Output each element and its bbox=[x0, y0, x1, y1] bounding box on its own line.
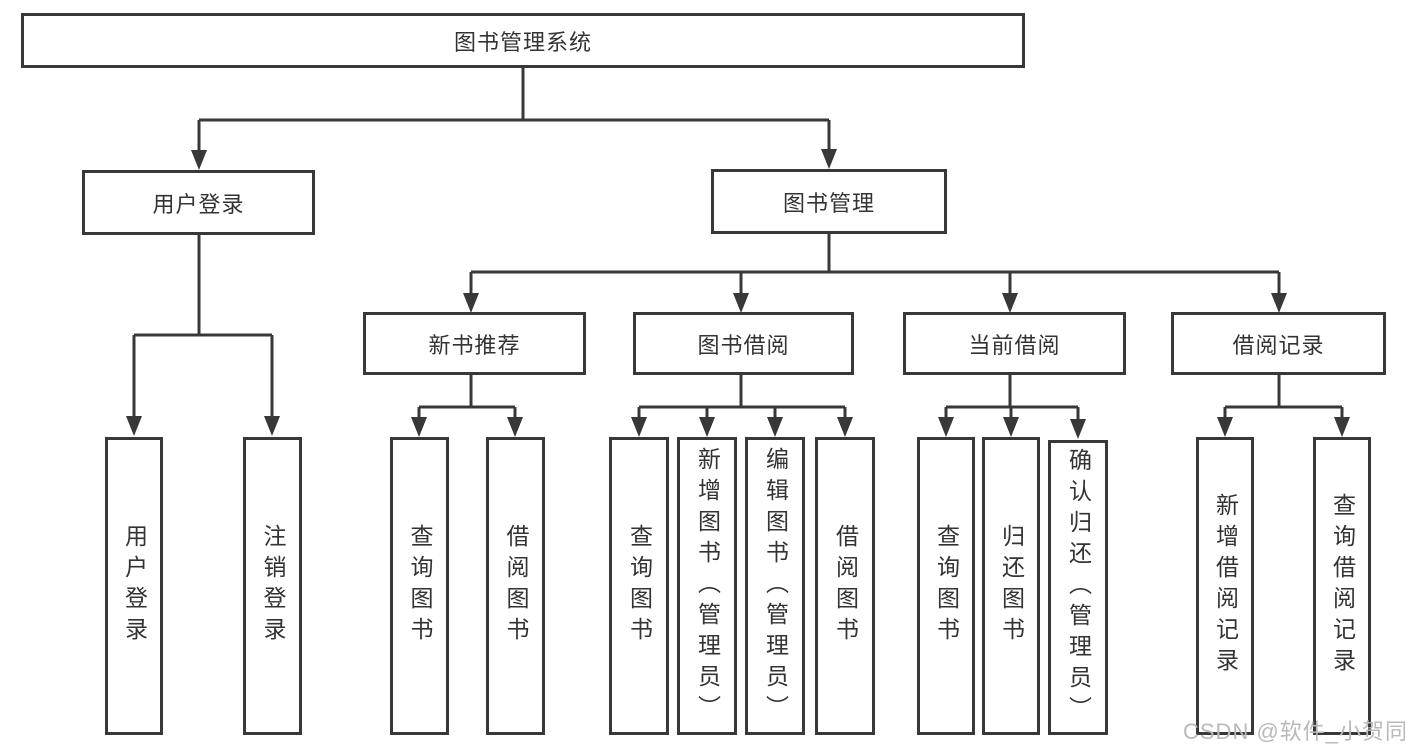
node-label: 查询图书 bbox=[407, 524, 433, 648]
leaf-return-books: 归还图书 bbox=[982, 437, 1040, 735]
leaf-edit-books-admin: 编辑图书（管理员） bbox=[745, 437, 805, 735]
leaf-add-books-admin: 新增图书（管理员） bbox=[677, 437, 737, 735]
node-label: 查询借阅记录 bbox=[1329, 493, 1356, 679]
node-label: 注销登录 bbox=[260, 524, 286, 648]
node-label: 查询图书 bbox=[933, 524, 960, 648]
node-label: 用户登录 bbox=[121, 524, 148, 648]
node-label: 借阅图书 bbox=[832, 524, 859, 648]
node-label: 图书借阅 bbox=[697, 332, 790, 358]
node-label: 归还图书 bbox=[998, 524, 1025, 648]
node-label: 当前借阅 bbox=[968, 332, 1061, 358]
leaf-add-borrow-record: 新增借阅记录 bbox=[1196, 437, 1254, 735]
node-label: 新增图书（管理员） bbox=[694, 446, 721, 726]
leaf-query-books-current: 查询图书 bbox=[917, 437, 975, 735]
node-label: 用户登录 bbox=[152, 191, 245, 217]
leaf-borrow-books-borrowing: 借阅图书 bbox=[815, 437, 875, 735]
node-label: 借阅图书 bbox=[503, 524, 529, 648]
node-current-borrowing: 当前借阅 bbox=[903, 312, 1126, 375]
node-new-book-recommend: 新书推荐 bbox=[363, 312, 586, 375]
leaf-query-books-borrowing: 查询图书 bbox=[609, 437, 669, 735]
node-book-borrowing: 图书借阅 bbox=[633, 312, 854, 375]
leaf-confirm-return-admin: 确认归还（管理员） bbox=[1048, 440, 1108, 735]
node-user-login: 用户登录 bbox=[82, 170, 315, 235]
node-label: 编辑图书（管理员） bbox=[762, 446, 789, 726]
node-book-management: 图书管理 bbox=[711, 169, 947, 234]
node-library-management-system: 图书管理系统 bbox=[21, 13, 1025, 68]
node-borrowing-records: 借阅记录 bbox=[1171, 312, 1386, 375]
csdn-watermark: CSDN @软件_小贺同学 bbox=[1183, 719, 1405, 744]
leaf-query-borrow-record: 查询借阅记录 bbox=[1313, 437, 1371, 735]
node-label: 图书管理 bbox=[782, 190, 875, 216]
node-label: 新书推荐 bbox=[428, 332, 521, 358]
leaf-user-login: 用户登录 bbox=[105, 437, 163, 735]
node-label: 新增借阅记录 bbox=[1212, 493, 1239, 679]
node-label: 图书管理系统 bbox=[453, 29, 592, 55]
leaf-query-books-recommend: 查询图书 bbox=[390, 437, 449, 735]
leaf-borrow-books-recommend: 借阅图书 bbox=[486, 437, 545, 735]
node-label: 查询图书 bbox=[626, 524, 653, 648]
node-label: 借阅记录 bbox=[1232, 332, 1325, 358]
node-label: 确认归还（管理员） bbox=[1065, 448, 1092, 727]
leaf-logout: 注销登录 bbox=[243, 437, 302, 735]
